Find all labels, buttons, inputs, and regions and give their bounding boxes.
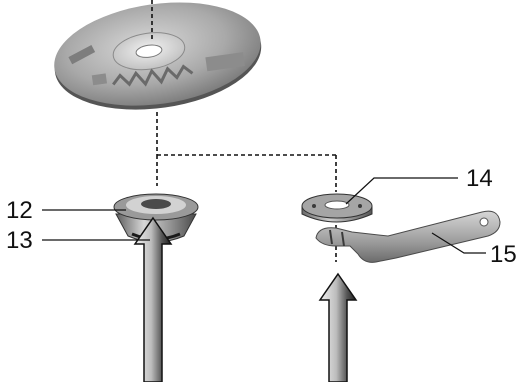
- assembly-arrow-left: [133, 216, 173, 382]
- spanner-wrench-part-15: [315, 210, 501, 263]
- clamping-nut-part-14: [301, 193, 373, 223]
- assembly-arrow-right: [318, 272, 358, 382]
- leader-lines: [42, 177, 486, 254]
- callout-14: 14: [466, 165, 493, 192]
- callout-13: 13: [6, 227, 33, 254]
- leader-14: [345, 177, 458, 205]
- cutting-disc: [54, 2, 262, 110]
- callout-15: 15: [490, 241, 517, 268]
- callout-12: 12: [6, 197, 33, 224]
- leader-15: [431, 232, 486, 254]
